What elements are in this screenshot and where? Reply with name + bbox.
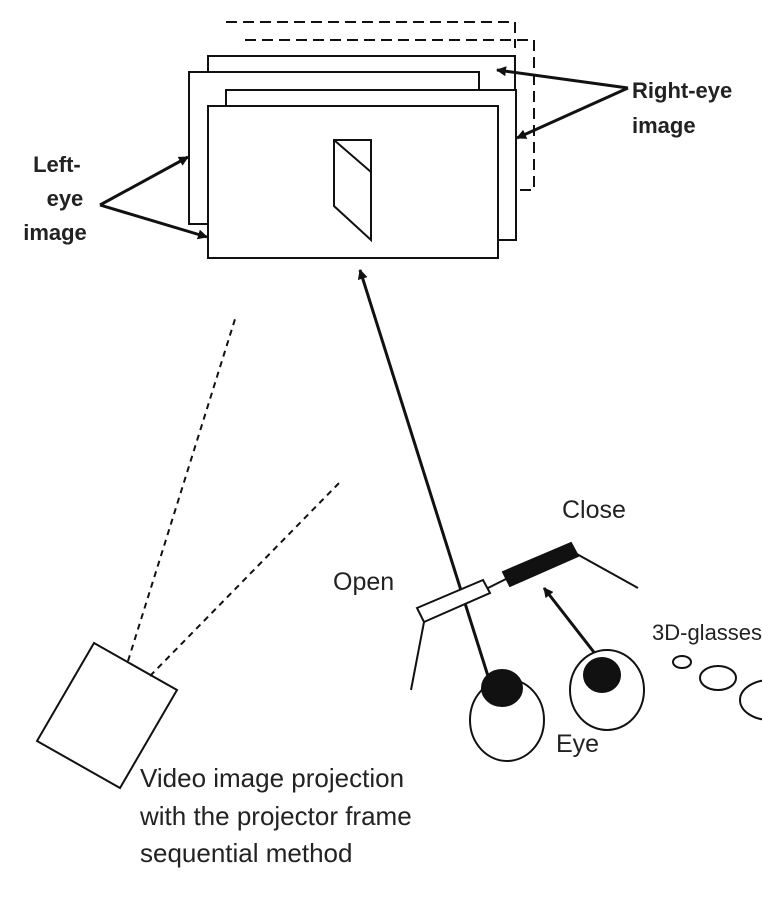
projection-beam-right: [149, 479, 343, 677]
right-eye: [569, 649, 645, 731]
projection-caption: Video image projection with the projecto…: [139, 763, 419, 868]
right-eye-frame-middle: [245, 39, 535, 191]
eye-label: Eye: [556, 730, 599, 758]
left-eye-arrow-lower: [99, 203, 208, 240]
right-eye-frame-back: [226, 21, 516, 48]
frame-object: [333, 139, 372, 243]
glasses-temple-left: [410, 621, 425, 691]
glasses-bridge: [487, 577, 509, 589]
3d-glasses-label: 3D-glasses: [652, 620, 762, 645]
glasses-temple-right: [574, 552, 639, 589]
open-label: Open: [333, 568, 394, 596]
bubble-small: [672, 655, 692, 669]
left-eye-image-label: Left- eye image: [23, 152, 89, 245]
right-eye-arrow-lower: [516, 86, 629, 140]
close-label: Close: [562, 496, 626, 524]
left-eye-pupil: [481, 669, 523, 707]
projector: [35, 315, 343, 790]
image-pointer-arrows: [99, 66, 629, 240]
projector-body: [35, 641, 179, 790]
right-eye-arrow-upper: [496, 66, 629, 90]
eyes: [469, 649, 645, 762]
right-eye-pupil: [583, 657, 621, 693]
right-eye-sight-arrow: [542, 587, 602, 661]
left-eye-frame-front: [207, 105, 499, 259]
left-eye-arrow-upper: [99, 155, 189, 207]
glasses-lens-open: [415, 578, 492, 624]
3d-glasses: [410, 541, 639, 691]
left-eye: [469, 669, 545, 762]
bubble-medium: [699, 665, 737, 691]
sight-lines: [357, 269, 602, 693]
frame-stack: [188, 21, 535, 259]
projection-beam-left: [127, 315, 237, 662]
right-eye-image-label: Right-eye image: [632, 78, 738, 138]
left-eye-sight-arrow: [357, 269, 495, 693]
glasses-lens-closed: [501, 541, 580, 588]
thought-bubbles: [672, 655, 762, 721]
bubble-large: [739, 679, 762, 721]
